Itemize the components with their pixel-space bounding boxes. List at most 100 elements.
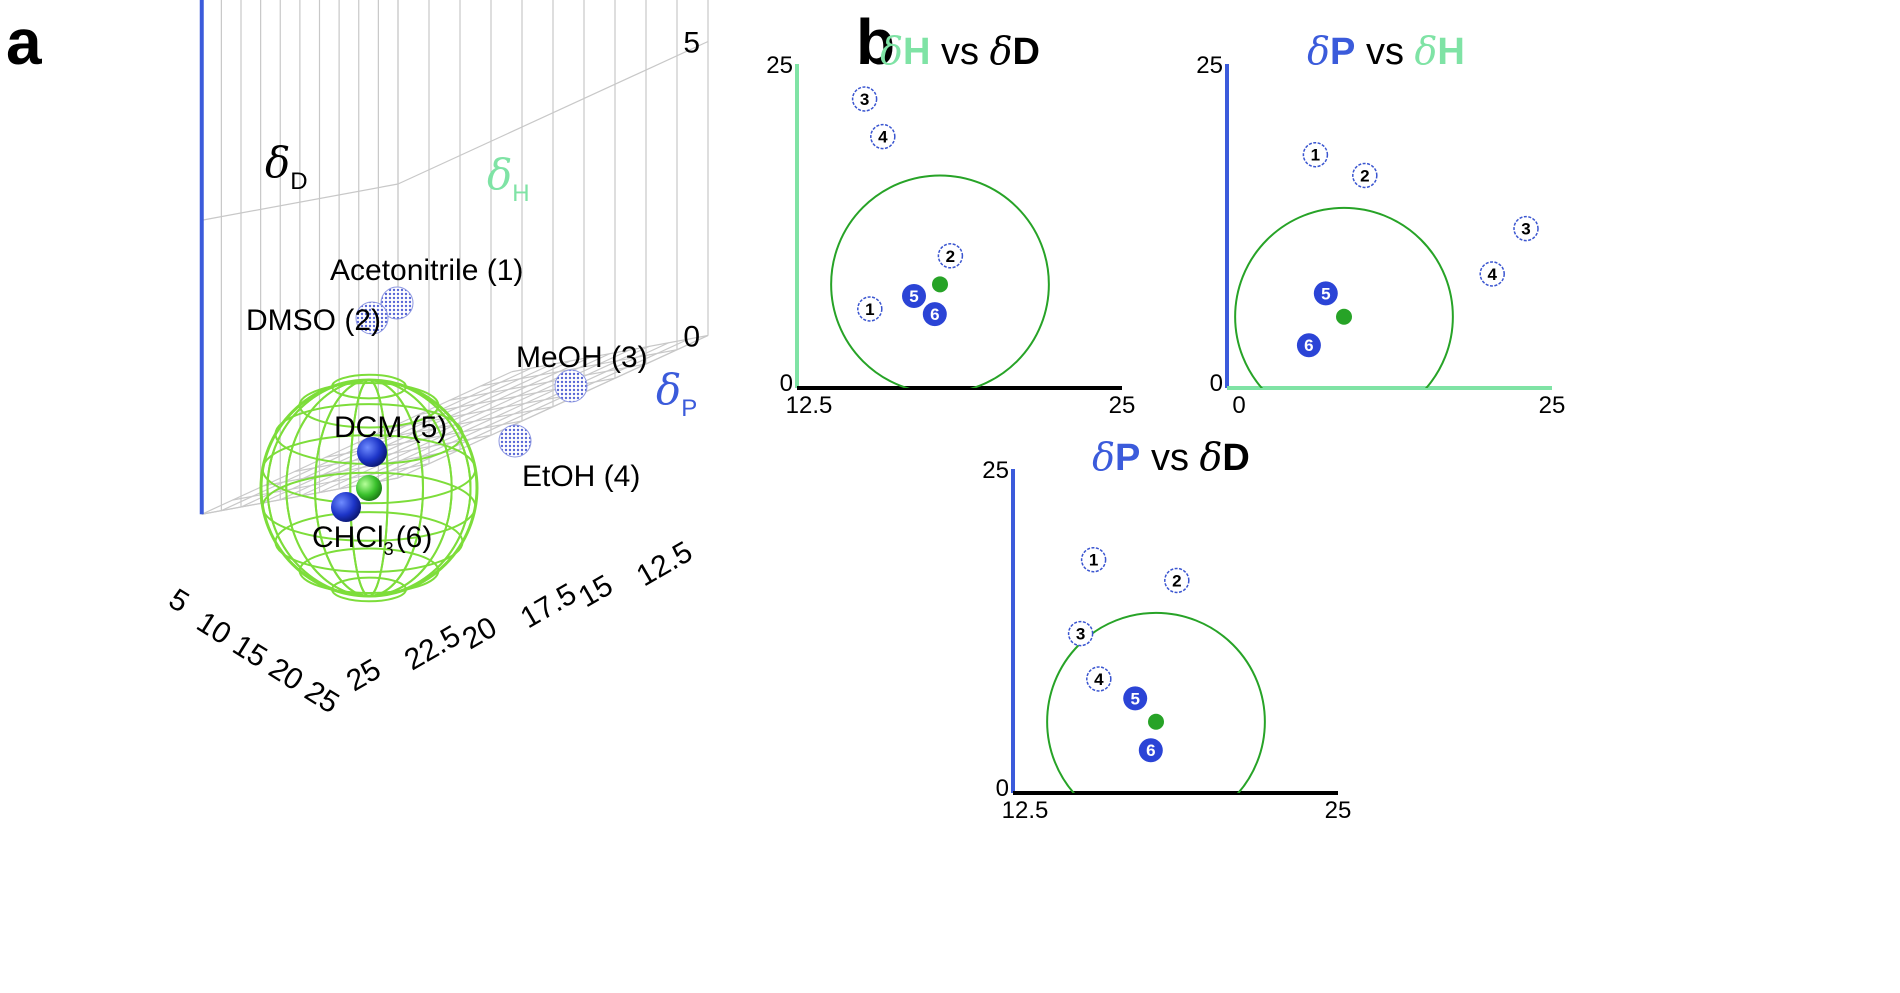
solubility-circle [830, 174, 1050, 388]
grid-line [201, 183, 399, 221]
solvent-marker-label: 6 [1146, 741, 1155, 760]
solvent-label-3d: DCM (5) [334, 411, 447, 444]
x-tick-label: 25 [1539, 392, 1566, 419]
axis-label-dD: δD [265, 138, 308, 195]
x-tick-label: 0 [1232, 392, 1245, 419]
solvent-label-3d: CHCl3(6) [312, 521, 432, 559]
solvent-marker-label: 5 [1321, 284, 1330, 303]
title-x-letter: D [1222, 437, 1249, 479]
solvent-point-3d [554, 369, 588, 403]
solvent-marker-label: 2 [1360, 166, 1369, 185]
z-tick-label: 0 [683, 321, 700, 354]
y-tick-label: 0 [996, 775, 1009, 802]
sphere-center-3d [356, 475, 382, 501]
solvent-marker-label: 1 [865, 300, 874, 319]
y-tick-label: 25 [766, 52, 793, 79]
solvent-label-3d: Acetonitrile (1) [330, 254, 523, 287]
right-tick-label: 12.5 [631, 535, 698, 593]
solvent-marker [1138, 738, 1163, 763]
solvent-marker [1296, 333, 1321, 358]
solvent-marker [1086, 666, 1112, 692]
chart-title: δH vs δD [880, 29, 1040, 73]
left-tick-label: 25 [299, 675, 345, 721]
title-x-letter: D [1012, 31, 1039, 73]
solvent-marker [1164, 567, 1190, 594]
grid-line [279, 356, 591, 501]
solvent-marker [937, 243, 964, 269]
solvent-point-3d [498, 424, 532, 458]
right-tick-label: 20 [457, 611, 502, 656]
solvent-marker [1302, 141, 1329, 168]
solvent-points-3d: Acetonitrile (1) DMSO (2) MeOH (3) EtOH (4)… [246, 254, 648, 559]
solvent-marker-label: 4 [1487, 265, 1497, 284]
solvent-point-3d [355, 301, 389, 335]
solubility-circle [1046, 611, 1266, 793]
right-tick-label: 17.5 [515, 577, 582, 635]
sphere-center-point [932, 276, 948, 293]
title-y-symbol: δ [880, 29, 903, 73]
sphere-parallel [331, 576, 407, 603]
sphere-center-point [1336, 308, 1352, 325]
title-y-letter: P [1115, 437, 1140, 479]
axis-label-dD-symbol: δ [265, 138, 290, 187]
axis-label-dH-symbol: δ [487, 150, 512, 199]
solvent-marker [1080, 546, 1107, 573]
axis-label-dP-subscript: P [681, 395, 697, 422]
axis-label-dP-symbol: δ [656, 365, 681, 414]
solvent-marker-label: 5 [1130, 689, 1139, 708]
solvent-marker-label: 1 [1311, 146, 1320, 165]
title-vs: vs [930, 31, 989, 73]
right-tick-label: 22.5 [399, 619, 466, 677]
chart-title: δP vs δH [1307, 29, 1465, 73]
z-tick-label: 5 [683, 27, 700, 60]
solvent-marker [1352, 162, 1378, 189]
left-tick-label: 20 [263, 652, 309, 698]
title-y-symbol: δ [1307, 29, 1330, 73]
solvent-marker-label: 6 [1304, 336, 1313, 355]
title-y-letter: P [1330, 31, 1355, 73]
grid-line [397, 40, 709, 185]
left-tick-label: 15 [227, 629, 273, 675]
solvent-label-3d: DMSO (2) [246, 304, 381, 337]
solvent-label-3d: MeOH (3) [516, 341, 648, 374]
grid-line [397, 334, 709, 479]
solvent-point-3d [357, 437, 387, 467]
solvent-marker [857, 296, 883, 322]
axis-label-dD-subscript: D [290, 168, 307, 195]
title-y-letter: H [903, 31, 930, 73]
solvent-marker [922, 302, 947, 327]
panel-letter-b: b [856, 6, 895, 78]
solvent-point-3d [380, 286, 414, 320]
grid-line [201, 371, 513, 515]
chart-title: δP vs δD [1092, 435, 1250, 479]
title-x-letter: H [1437, 31, 1464, 73]
axis-label-dH-subscript: H [512, 180, 529, 207]
y-tick-label: 0 [1210, 370, 1223, 397]
solvent-marker-label: 3 [860, 90, 869, 109]
solvent-marker-label: 4 [878, 128, 888, 147]
solvent-marker-label: 1 [1089, 551, 1098, 570]
axis-label-dP: δP [656, 365, 697, 422]
x-tick-label: 12.5 [1002, 797, 1049, 824]
solvent-label-subscript: 3 [384, 539, 394, 559]
solvent-point-3d [331, 492, 361, 522]
sphere-meridian [266, 379, 472, 597]
solubility-circle [1234, 206, 1454, 388]
grid-line [338, 345, 650, 490]
panel-letter-a: a [6, 6, 42, 78]
solvent-label-3d: EtOH (4) [522, 460, 640, 493]
title-y-symbol: δ [1092, 435, 1115, 479]
solvent-marker [1513, 215, 1539, 242]
solvent-marker [1067, 620, 1094, 647]
solubility-sphere [259, 373, 479, 603]
right-tick-label: 15 [573, 569, 618, 614]
solvent-marker [851, 86, 878, 112]
y-tick-label: 25 [1196, 52, 1223, 79]
solvent-marker [1479, 261, 1505, 287]
sphere-center-point [1148, 713, 1164, 730]
solvent-marker-label: 6 [930, 305, 939, 324]
sphere-parallel [331, 373, 407, 400]
